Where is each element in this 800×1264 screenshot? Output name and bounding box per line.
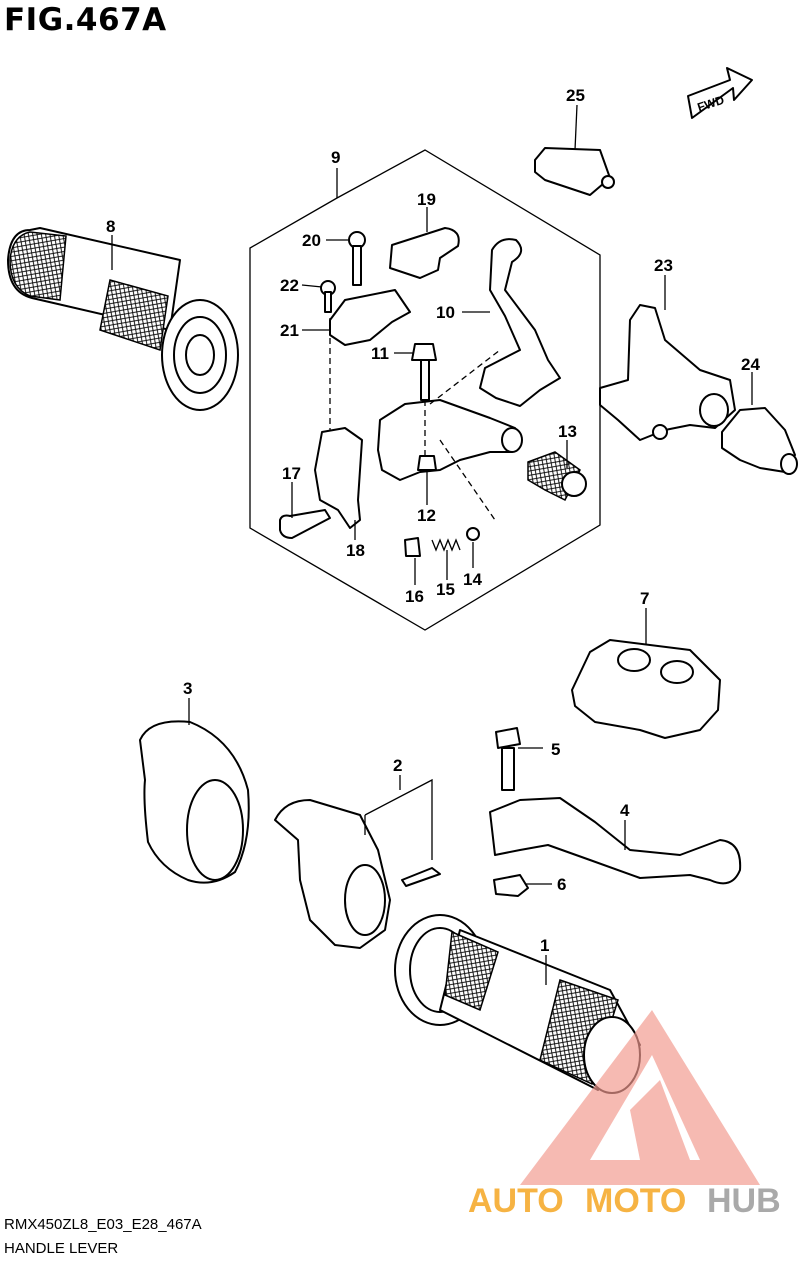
leader-lines <box>111 104 753 985</box>
callout-18: 18 <box>346 541 365 560</box>
callout-1: 1 <box>540 936 549 955</box>
part-2-bolt <box>401 867 441 887</box>
watermark-triangle-icon <box>520 1010 760 1185</box>
part-1-right-grip <box>394 914 641 1094</box>
callout-16: 16 <box>405 587 424 606</box>
callout-23: 23 <box>654 256 673 275</box>
callout-10: 10 <box>436 303 455 322</box>
model-code-label: RMX450ZL8_E03_E28_467A <box>4 1216 202 1233</box>
callout-20: 20 <box>302 231 321 250</box>
part-3-guard <box>139 720 250 884</box>
callout-13: 13 <box>558 422 577 441</box>
automotohub-watermark: AUTO MOTO HUB <box>468 1010 781 1220</box>
callout-2: 2 <box>393 756 402 775</box>
callout-7: 7 <box>640 589 649 608</box>
assembly-9-outline <box>249 149 601 631</box>
figure-name-label: HANDLE LEVER <box>4 1240 119 1257</box>
callout-25: 25 <box>566 86 585 105</box>
callout-11: 11 <box>371 344 389 363</box>
part-2-holder <box>274 799 391 949</box>
fwd-arrow-icon: FWD <box>687 67 753 119</box>
callout-15: 15 <box>436 580 455 599</box>
callout-5: 5 <box>551 740 560 759</box>
watermark-hub: HUB <box>707 1182 781 1220</box>
callout-14: 14 <box>463 570 482 589</box>
part-5-bolt <box>495 727 521 791</box>
callout-4: 4 <box>620 801 630 820</box>
part-8-left-grip <box>7 227 239 411</box>
callout-24: 24 <box>741 355 760 374</box>
callout-22: 22 <box>280 276 299 295</box>
callout-21: 21 <box>280 321 299 340</box>
callout-12: 12 <box>417 506 436 525</box>
callout-19: 19 <box>417 190 436 209</box>
part-25-clamp <box>534 147 615 196</box>
callout-9: 9 <box>331 148 340 167</box>
callout-8: 8 <box>106 217 115 236</box>
callout-17: 17 <box>282 464 301 483</box>
callout-3: 3 <box>183 679 192 698</box>
watermark-moto: MOTO <box>585 1182 686 1220</box>
part-4-lever <box>489 797 742 885</box>
part-24-adjuster <box>721 407 798 475</box>
figure-title: FIG.467A <box>4 2 167 38</box>
callout-6: 6 <box>557 875 566 894</box>
part-7-cover <box>571 639 721 739</box>
assembly-9-parts <box>279 227 587 557</box>
part-23-boot <box>599 304 736 441</box>
part-6-nut <box>493 874 529 897</box>
watermark-auto: AUTO <box>468 1182 564 1220</box>
